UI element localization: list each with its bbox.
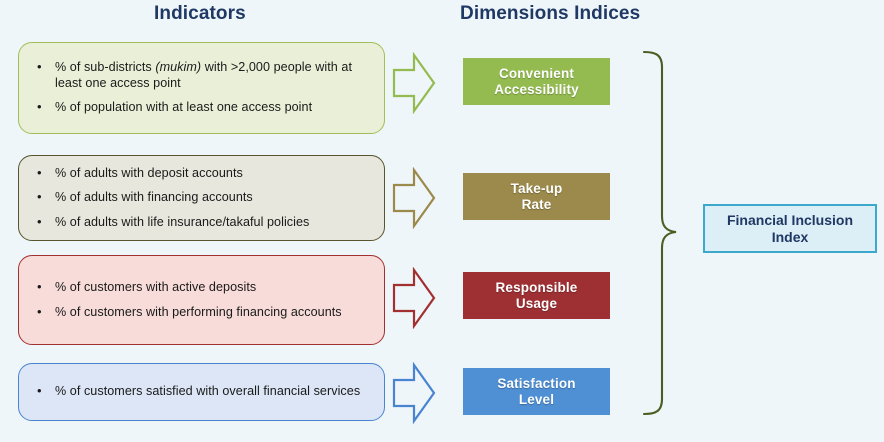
list-item: % of customers with active deposits [31,279,374,296]
column-title-indicators: Indicators [154,3,246,24]
indicator-text: % of customers satisfied with overall fi… [55,384,361,399]
arrow-right-icon-satisfaction-level [392,362,436,424]
indicator-group-take-up-rate: % of adults with deposit accounts % of a… [18,155,385,241]
column-title-dimensions-indices: Dimensions Indices [460,3,641,24]
dimension-label-line1: Convenient [498,65,574,81]
indicator-text-tail: with >2,000 people with at least one acc… [55,60,352,90]
dimension-label-line1: Responsible [495,279,578,295]
list-item: % of customers with performing financing… [31,304,374,321]
list-item: % of customers satisfied with overall fi… [31,383,374,400]
financial-inclusion-index-line2: Index [771,228,809,245]
dimension-label-line1: Take-up [510,180,563,196]
indicator-text: % of customers with active deposits [55,280,257,294]
dimension-label-line2: Level [518,391,555,407]
indicator-text: % of customers with performing financing… [55,304,342,319]
list-item: % of adults with deposit accounts [31,165,374,182]
list-item: % of population with at least one access… [31,99,374,116]
arrow-right-icon-take-up-rate [392,167,436,229]
indicator-text: % of adults with financing accounts [55,190,253,205]
indicator-text: % of adults with life insurance/takaful … [55,214,310,229]
dimension-label-line2: Accessibility [494,81,579,97]
indicator-text-emphasis: (mukim) [155,60,202,75]
indicator-list: % of customers satisfied with overall fi… [31,383,374,400]
list-item: % of adults with life insurance/takaful … [31,214,374,231]
indicator-list: % of customers with active deposits % of… [31,279,374,321]
indicator-group-satisfaction-level: % of customers satisfied with overall fi… [18,363,385,421]
indicator-group-convenient-accessibility: % of sub-districts (mukim) with >2,000 p… [18,42,385,134]
grouping-brace-icon [642,50,677,416]
indicator-text: % of adults with deposit accounts [55,165,243,180]
dimension-label-line1: Satisfaction [497,375,576,391]
dimension-label-line2: Usage [515,295,558,311]
list-item: % of adults with financing accounts [31,189,374,206]
arrow-right-icon-responsible-usage [392,267,436,329]
indicator-group-responsible-usage: % of customers with active deposits % of… [18,255,385,345]
indicator-list: % of sub-districts (mukim) with >2,000 p… [31,59,374,116]
arrow-right-icon-convenient-accessibility [392,52,436,114]
list-item: % of sub-districts (mukim) with >2,000 p… [31,59,374,91]
indicator-text: % of population with at least one access… [55,100,313,115]
indicator-list: % of adults with deposit accounts % of a… [31,165,374,231]
indicator-text: % of sub-districts [55,60,156,75]
financial-inclusion-index-line1: Financial Inclusion [726,211,854,228]
dimension-label-line2: Rate [521,196,552,212]
